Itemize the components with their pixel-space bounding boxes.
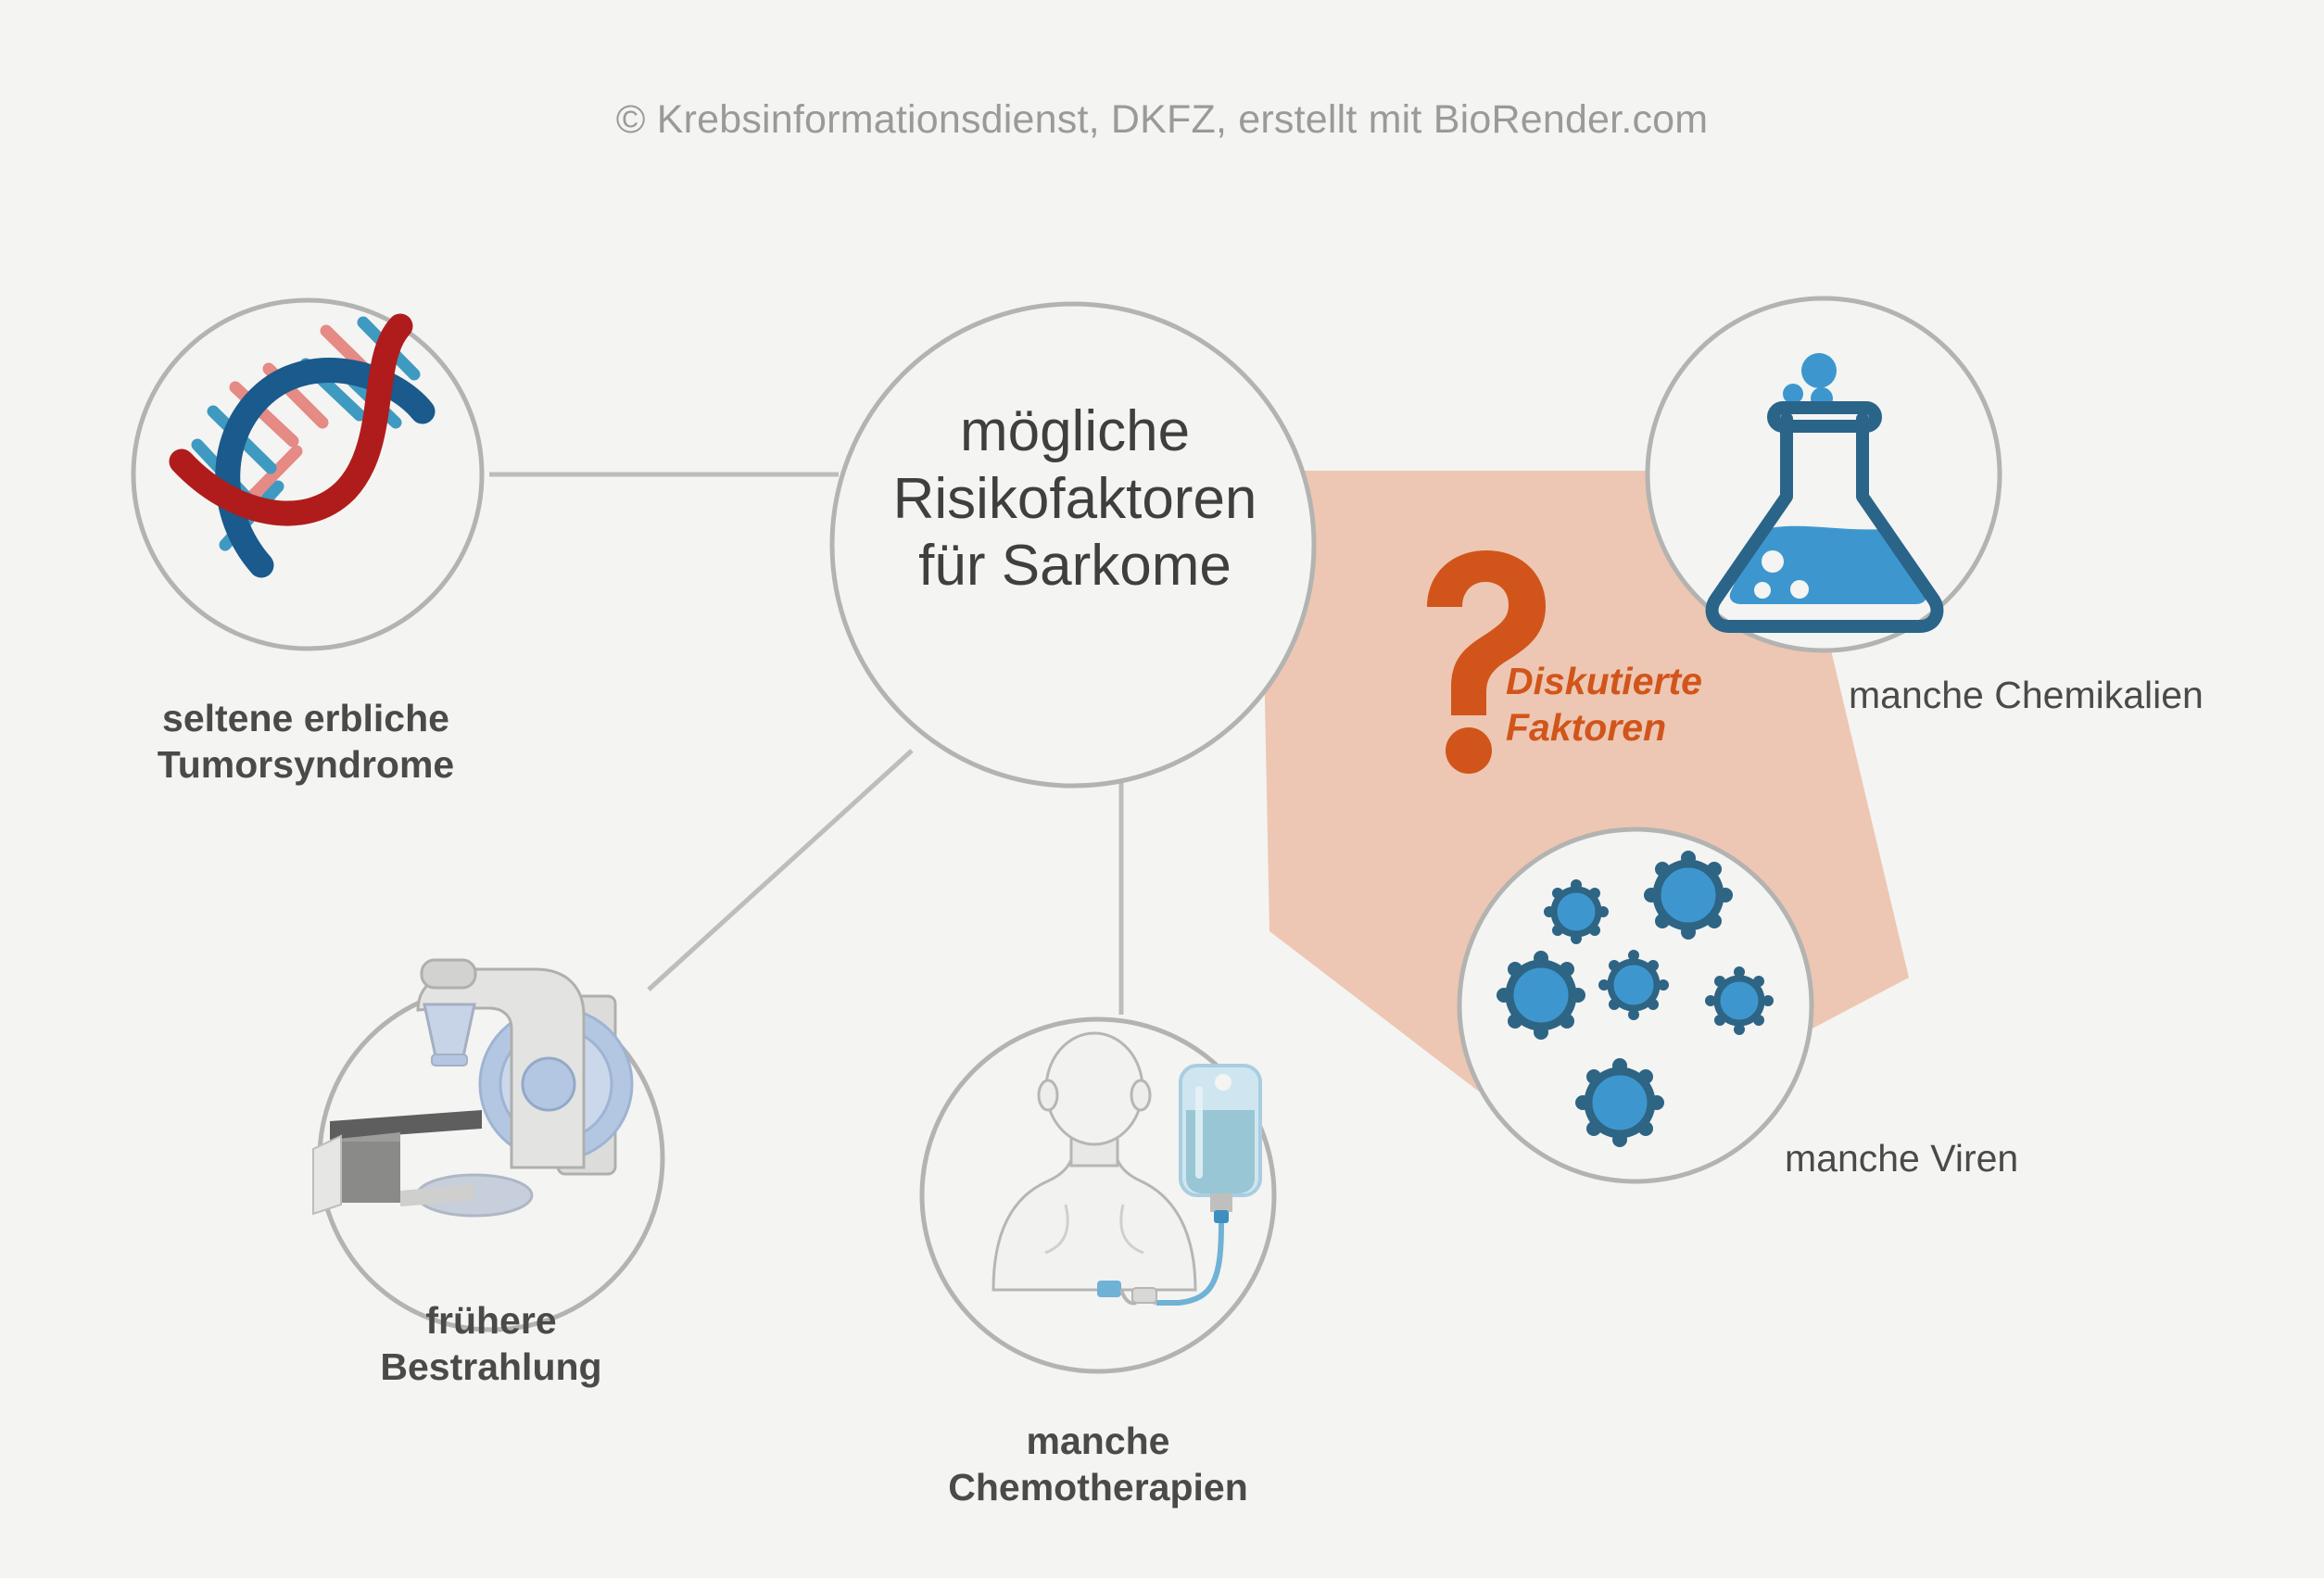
discussed-factors-label: Diskutierte Faktoren xyxy=(1506,660,1702,750)
node-label-hereditary: seltene erbliche Tumorsyndrome xyxy=(157,697,455,787)
center-node-title: mögliche Risikofaktoren für Sarkome xyxy=(892,399,1257,599)
virus-particles-icon xyxy=(1497,851,1774,1147)
erlenmeyer-flask-icon xyxy=(1705,353,1944,633)
question-mark-icon xyxy=(1427,550,1546,774)
iv-infusion-patient-icon xyxy=(991,1031,1262,1306)
dna-helix-icon xyxy=(169,313,436,578)
node-label-radiation: frühere Bestrahlung xyxy=(380,1299,602,1389)
center-node-circle[interactable] xyxy=(829,301,1317,789)
connector-radiation xyxy=(647,749,914,991)
node-label-chemotherapy: manche Chemotherapien xyxy=(948,1420,1248,1509)
node-label-chemicals: manche Chemikalien xyxy=(1849,674,2204,716)
radiotherapy-machine-icon xyxy=(312,958,634,1218)
credit-line: © Krebsinformationsdienst, DKFZ, erstell… xyxy=(615,97,1709,142)
node-label-viruses: manche Viren xyxy=(1785,1137,2019,1180)
connector-lines xyxy=(489,472,1124,1015)
